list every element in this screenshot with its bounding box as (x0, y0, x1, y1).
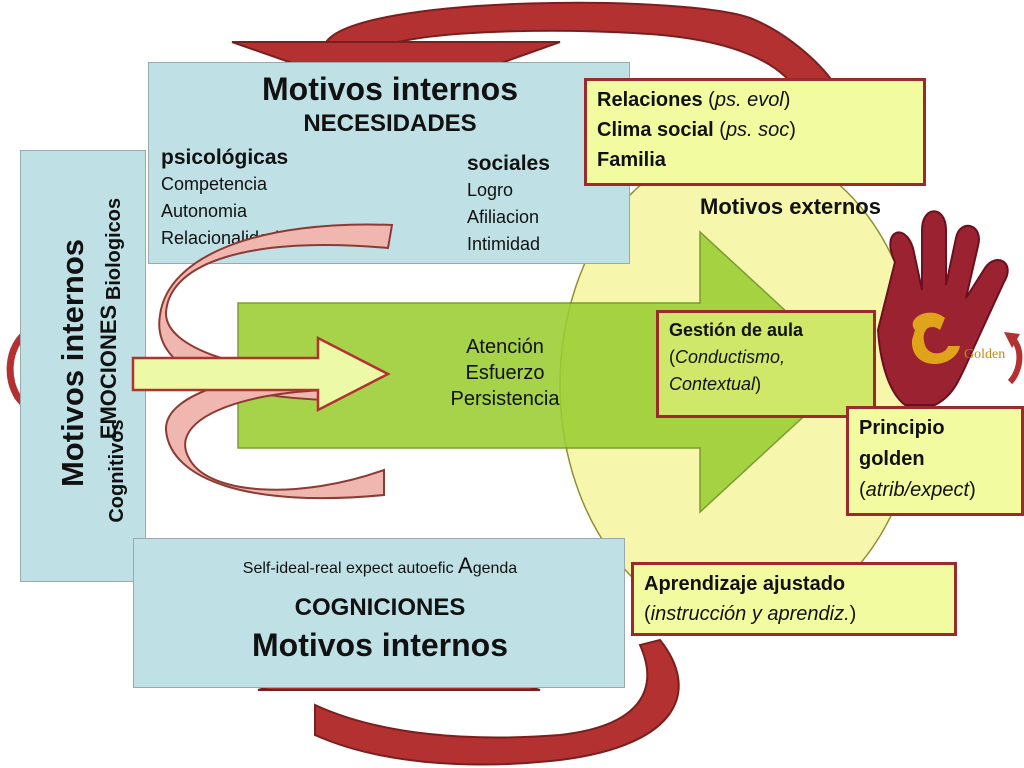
external-label: Motivos externos (700, 194, 881, 219)
box-relaciones: Relaciones (ps. evol) Clima social (ps. … (584, 78, 926, 186)
social-item: Logro (467, 180, 514, 200)
box1-paren-1: ps. evol (714, 89, 784, 111)
box3-bold-1: Principio (859, 417, 945, 439)
psych-item: Competencia (161, 174, 268, 194)
center-line-attention: Atención (466, 336, 544, 358)
red-hand-logo: Golden (876, 210, 1009, 406)
box2-bold: Gestión de aula (669, 320, 804, 340)
social-heading: sociales (467, 152, 550, 175)
social-needs: sociales Logro Afiliacion Intimidad (467, 151, 617, 258)
box-principio-golden: Principio golden (atrib/expect) (846, 406, 1024, 516)
small-input-arrow (131, 335, 391, 413)
agenda-initial: A (458, 553, 473, 578)
main-green-arrow (237, 230, 854, 514)
box4-italic: instrucción y aprendiz. (650, 603, 850, 625)
agenda-rest: genda (472, 560, 518, 577)
cognitions-detail-text: Self-ideal-real expect autoefic (242, 560, 459, 577)
bottom-curved-arrow (314, 638, 680, 766)
center-text: Atención Esfuerzo Persistencia (420, 334, 590, 412)
box1-bold-3: Familia (597, 149, 666, 171)
box1-paren-2: ps. soc (725, 119, 790, 141)
center-line-persistence: Persistencia (450, 388, 560, 410)
box1-bold-1: Relaciones (597, 89, 703, 111)
box2-italic-1: Conductismo, (675, 347, 786, 367)
box4-bold: Aprendizaje ajustado (644, 573, 846, 595)
box3-bold-2: golden (859, 448, 925, 470)
cognitions-subtitle: COGNICIONES (294, 594, 466, 621)
box-aprendizaje: Aprendizaje ajustado (instrucción y apre… (631, 562, 957, 636)
emotions-panel: Motivos internos EMOCIONES Biologicos Co… (20, 150, 146, 582)
box1-bold-2: Clima social (597, 119, 714, 141)
needs-subtitle: NECESIDADES (303, 110, 477, 137)
cognitions-title: Motivos internos (251, 627, 508, 663)
social-item: Afiliacion (467, 207, 540, 227)
cognitions-detail: Self-ideal-real expect autoefic Agenda (134, 553, 626, 582)
psych-item: Autonomia (161, 201, 248, 221)
cognitions-panel: Self-ideal-real expect autoefic Agenda C… (133, 538, 625, 688)
box-gestion-aula: Gestión de aula (Conductismo, Contextual… (656, 310, 876, 418)
center-line-effort: Esfuerzo (465, 362, 545, 384)
psych-heading: psicológicas (161, 146, 289, 169)
golden-logo-text: Golden (964, 347, 1005, 362)
box2-italic-2: Contextual (669, 374, 756, 394)
box3-italic: atrib/expect (865, 479, 970, 501)
social-item: Intimidad (467, 234, 541, 254)
psych-needs: psicológicas Competencia Autonomia Relac… (161, 145, 421, 252)
needs-title: Motivos internos (261, 71, 518, 107)
